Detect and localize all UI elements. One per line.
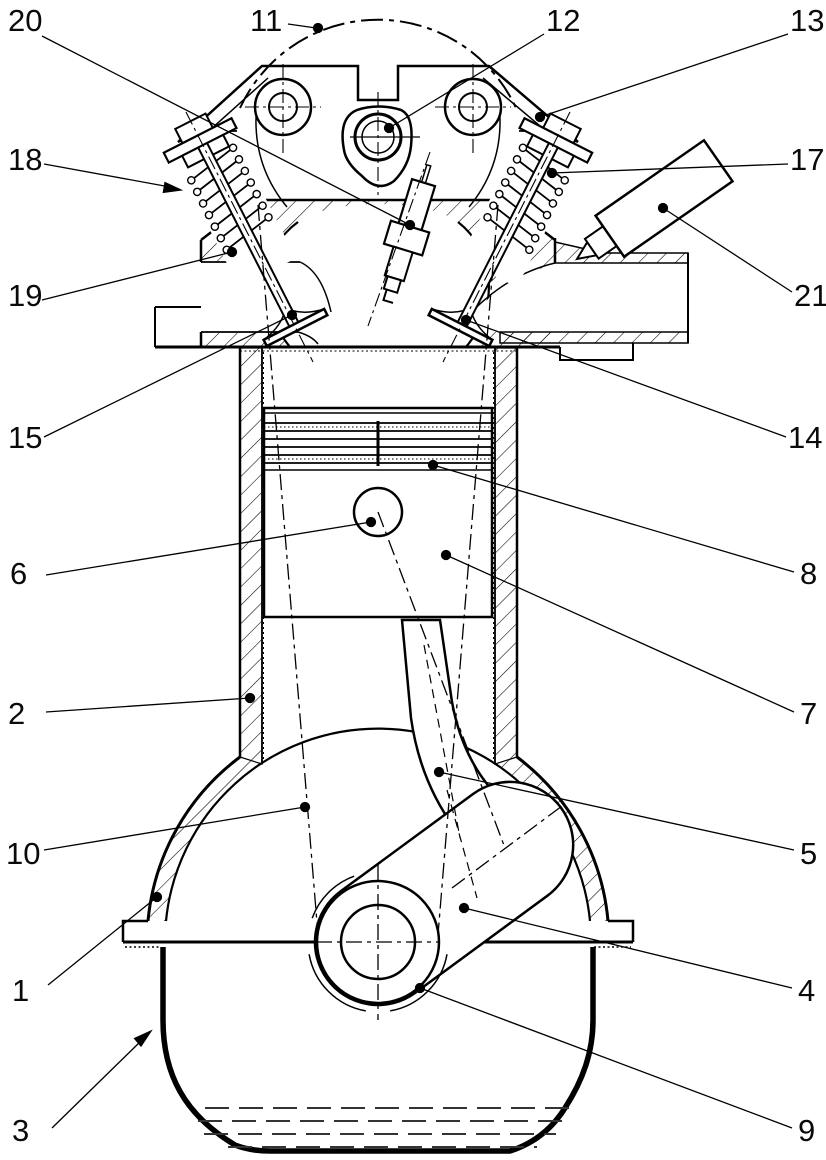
oil-pan-wall [160,947,596,1154]
spark-plug-axis [367,151,431,327]
label-3: 3 [12,1113,29,1148]
label-17: 17 [790,142,824,177]
label-21: 21 [794,278,826,313]
label-10: 10 [6,836,40,871]
spark-plug-electrode [382,289,394,304]
duct-bottom-wall [499,331,689,344]
label-1: 1 [12,973,29,1008]
fuel-injector [574,138,735,261]
central-injector-well [341,105,420,188]
label-2: 2 [8,696,25,731]
oil-level-lines [198,1107,570,1148]
cylinder-block [238,347,519,765]
leader-lines [41,22,795,1129]
label-11: 11 [250,3,282,38]
label-18: 18 [8,142,42,177]
piston [262,406,494,619]
label-15: 15 [8,420,42,455]
label-14: 14 [788,420,822,455]
label-6: 6 [10,556,27,591]
label-12: 12 [546,3,580,38]
crank-centerlines [316,864,440,1020]
crank-train [308,618,575,1012]
cylinder-wall-right [494,347,518,765]
label-13: 13 [790,3,824,38]
label-20: 20 [8,3,42,38]
part-labels: 1 2 3 4 5 6 7 8 9 10 11 12 13 14 15 17 1… [6,3,826,1148]
label-19: 19 [8,278,42,313]
label-7: 7 [800,696,817,731]
label-5: 5 [800,836,817,871]
centerlines [185,18,571,1020]
spark-plug [369,163,437,312]
right-port-channel [460,263,555,332]
oil-pan [160,947,596,1154]
deck-step [559,343,634,361]
label-9: 9 [798,1113,815,1148]
label-4: 4 [798,973,815,1008]
label-8: 8 [800,556,817,591]
cover-phantom-arc [239,18,517,109]
